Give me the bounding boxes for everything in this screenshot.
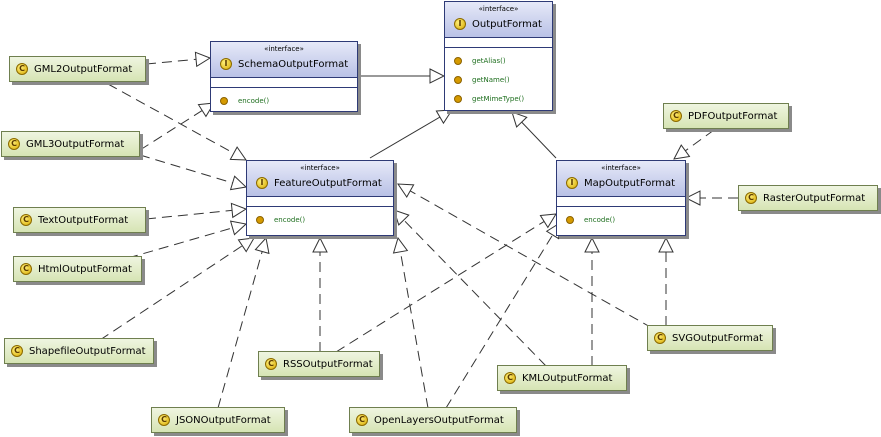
map-output-format-interface[interactable]: «interface» I MapOutputFormat encode() <box>556 160 686 236</box>
class-icon: C <box>8 138 20 150</box>
class-name: PDFOutputFormat <box>688 110 778 122</box>
class-icon: C <box>745 192 757 204</box>
edge-text-feature <box>145 209 246 220</box>
attributes-compartment <box>247 197 393 207</box>
method-row: encode() <box>557 210 685 229</box>
class-name: ShapefileOutputFormat <box>29 345 146 357</box>
attributes-compartment <box>557 197 685 207</box>
method-icon <box>454 94 462 103</box>
class-name: OpenLayersOutputFormat <box>374 414 504 426</box>
interface-name: OutputFormat <box>472 18 542 30</box>
class-icon: C <box>504 372 516 384</box>
stereotype-label: «interface» <box>264 45 304 53</box>
edge-svg-feature <box>398 184 653 329</box>
edge-openlayers-feature <box>398 238 429 409</box>
kml-output-format-class[interactable]: C KMLOutputFormat <box>497 365 627 391</box>
class-name: GML3OutputFormat <box>26 138 125 150</box>
method-row: getAlias() <box>445 51 552 70</box>
interface-icon: I <box>256 177 268 189</box>
method-icon <box>454 56 462 65</box>
gml3-output-format-class[interactable]: C GML3OutputFormat <box>1 131 140 157</box>
edge-shapefile-feature <box>99 238 254 341</box>
edge-gml2-feature <box>107 83 246 160</box>
class-icon: C <box>16 63 28 75</box>
class-icon: C <box>11 345 23 357</box>
edge-gml2-schema <box>145 58 210 64</box>
interface-icon: I <box>454 18 466 30</box>
edge-gml3-feature <box>139 154 246 187</box>
method-row: getName() <box>445 70 552 89</box>
edge-openlayers-map <box>445 223 560 409</box>
method-row: getMimeType() <box>445 89 552 108</box>
class-icon: C <box>356 414 368 426</box>
edge-rss-map <box>335 214 556 353</box>
stereotype-label: «interface» <box>478 5 519 13</box>
class-name: RasterOutputFormat <box>763 192 866 204</box>
json-output-format-class[interactable]: C JSONOutputFormat <box>151 407 285 433</box>
method-row: encode() <box>211 91 357 110</box>
interface-name: SchemaOutputFormat <box>238 58 349 70</box>
edge-gml3-schema <box>139 103 214 151</box>
method-name: getName() <box>472 75 510 84</box>
class-icon: C <box>654 332 666 344</box>
shapefile-output-format-class[interactable]: C ShapefileOutputFormat <box>4 338 154 364</box>
edge-json-feature <box>217 238 266 409</box>
edge-map-extends-output <box>512 112 557 159</box>
method-row: encode() <box>247 210 393 229</box>
edge-html-feature <box>127 224 246 259</box>
class-icon: C <box>20 263 32 275</box>
class-name: HtmlOutputFormat <box>38 263 132 275</box>
method-icon <box>566 215 574 224</box>
interface-name: MapOutputFormat <box>584 177 676 189</box>
stereotype-label: «interface» <box>601 164 641 172</box>
class-icon: C <box>158 414 170 426</box>
rss-output-format-class[interactable]: C RSSOutputFormat <box>258 351 380 377</box>
class-name: RSSOutputFormat <box>283 358 373 370</box>
attributes-compartment <box>211 78 357 88</box>
class-icon: C <box>20 214 32 226</box>
class-name: TextOutputFormat <box>38 214 129 226</box>
edge-kml-feature <box>394 210 547 367</box>
edge-feature-extends-output <box>369 110 452 159</box>
interface-icon: I <box>566 177 578 189</box>
class-name: SVGOutputFormat <box>672 332 763 344</box>
stereotype-label: «interface» <box>300 164 340 172</box>
pdf-output-format-class[interactable]: C PDFOutputFormat <box>663 103 789 129</box>
svg-output-format-class[interactable]: C SVGOutputFormat <box>647 325 773 351</box>
method-name: encode() <box>584 215 616 224</box>
attributes-compartment <box>445 38 552 48</box>
openlayers-output-format-class[interactable]: C OpenLayersOutputFormat <box>349 407 517 433</box>
method-name: getMimeType() <box>472 94 525 103</box>
class-icon: C <box>670 110 682 122</box>
method-icon <box>454 75 462 84</box>
class-name: KMLOutputFormat <box>522 372 613 384</box>
raster-output-format-class[interactable]: C RasterOutputFormat <box>738 185 878 211</box>
gml2-output-format-class[interactable]: C GML2OutputFormat <box>9 56 146 82</box>
class-name: GML2OutputFormat <box>34 63 133 75</box>
class-icon: C <box>265 358 277 370</box>
feature-output-format-interface[interactable]: «interface» I FeatureOutputFormat encode… <box>246 160 394 236</box>
interface-icon: I <box>220 58 232 70</box>
method-name: getAlias() <box>472 56 506 65</box>
interface-name: FeatureOutputFormat <box>274 177 382 189</box>
html-output-format-class[interactable]: C HtmlOutputFormat <box>13 256 142 282</box>
method-icon <box>256 215 264 224</box>
text-output-format-class[interactable]: C TextOutputFormat <box>13 207 146 233</box>
class-name: JSONOutputFormat <box>176 414 271 426</box>
method-icon <box>220 96 228 105</box>
output-format-interface[interactable]: «interface» I OutputFormat getAlias() ge… <box>444 1 553 111</box>
edge-pdf-map <box>674 129 715 159</box>
schema-output-format-interface[interactable]: «interface» I SchemaOutputFormat encode(… <box>210 41 358 112</box>
method-name: encode() <box>274 215 306 224</box>
method-name: encode() <box>238 96 270 105</box>
